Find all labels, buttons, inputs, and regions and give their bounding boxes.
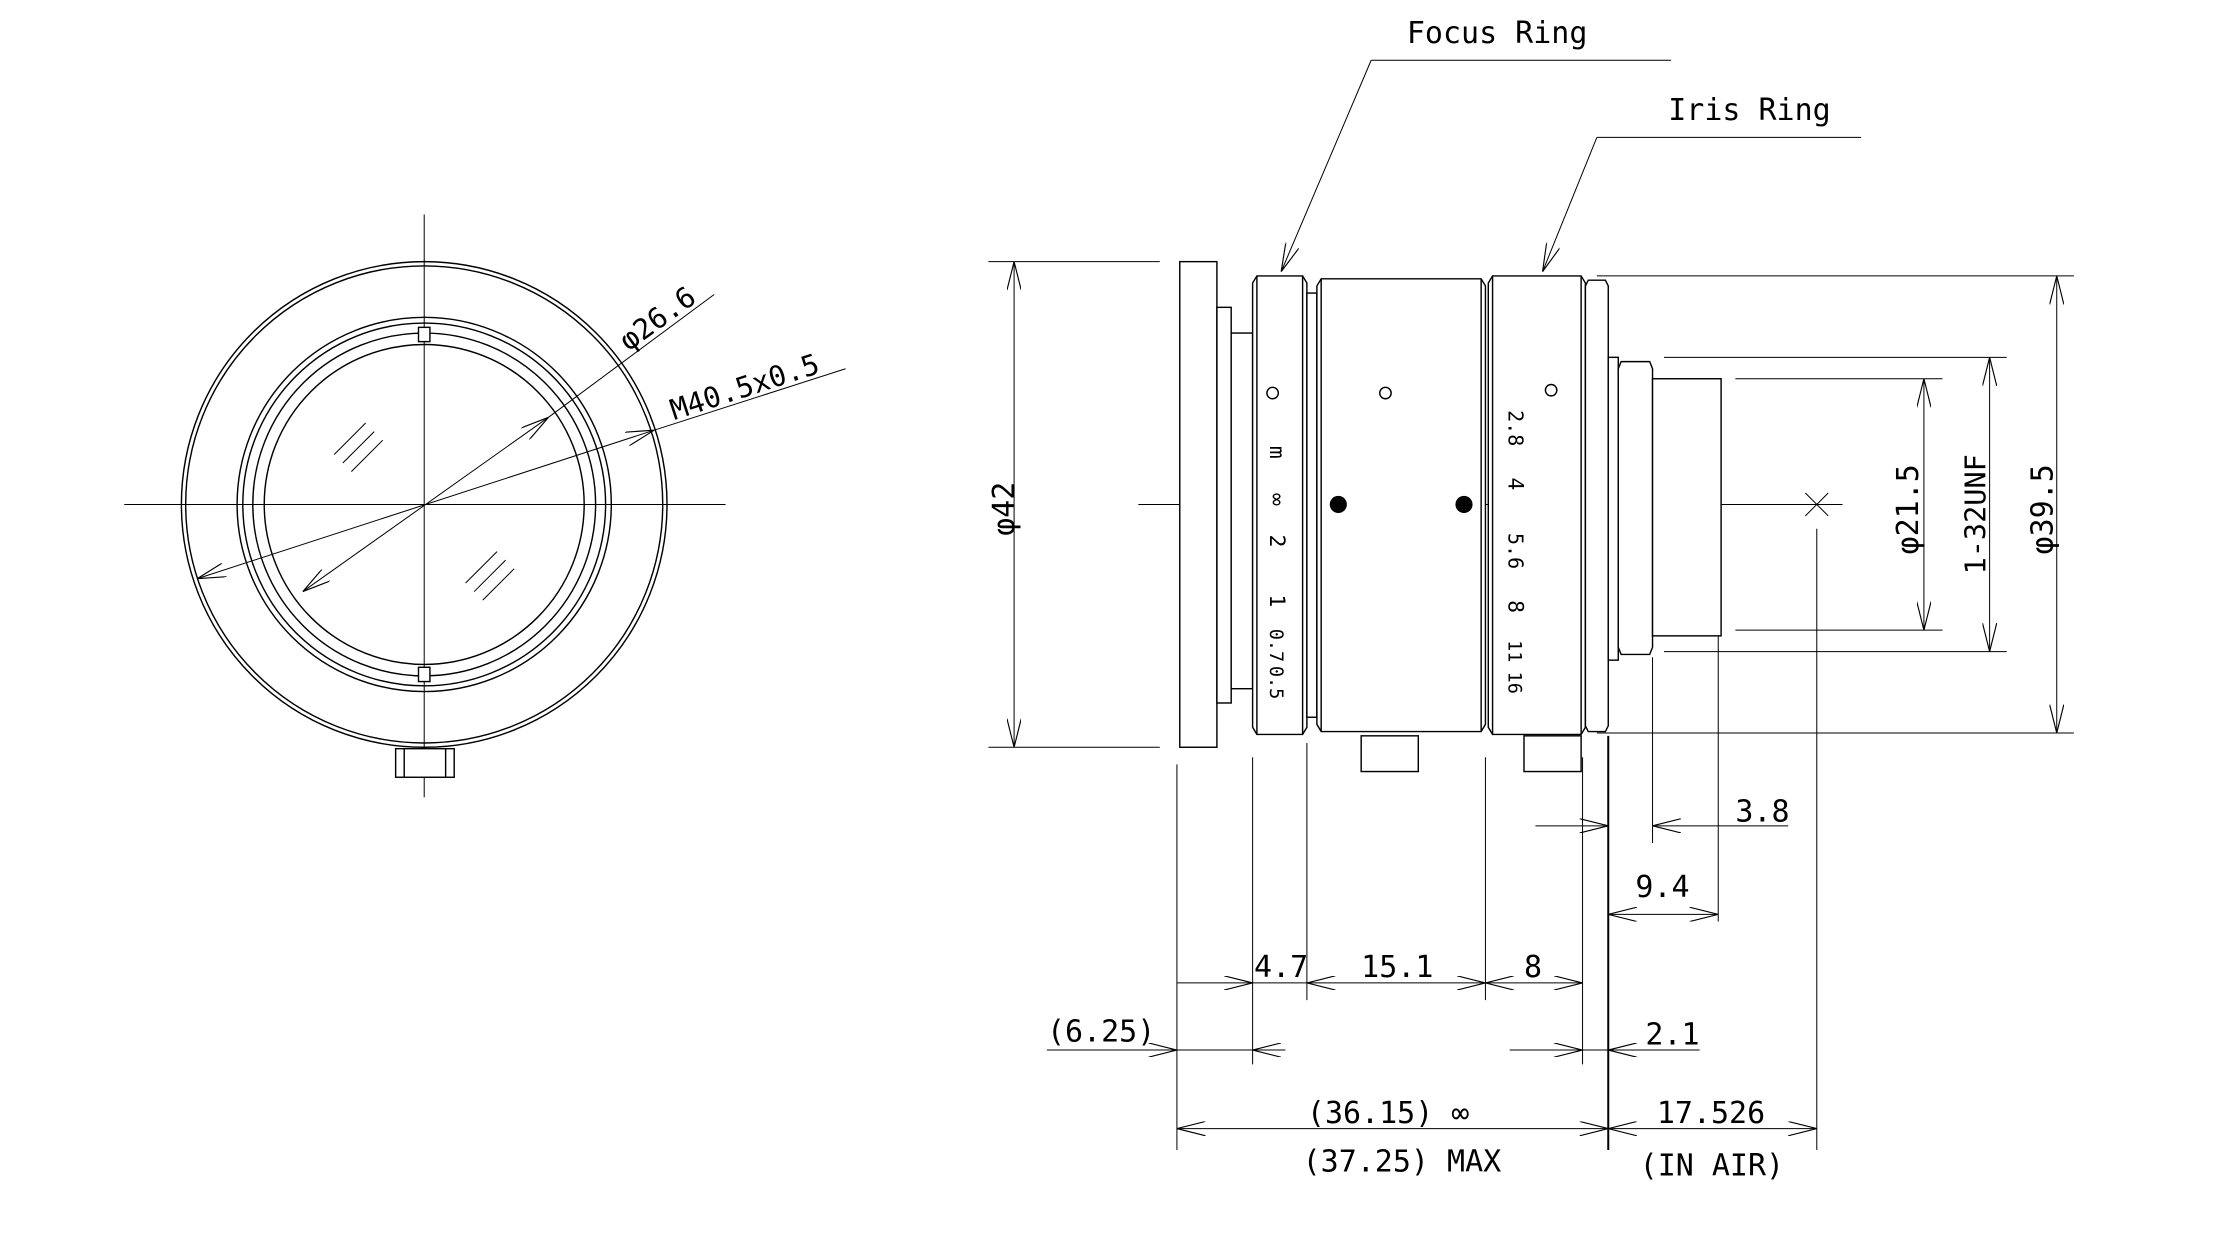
screw-icon: [1266, 386, 1280, 400]
mount-diameter-dim: φ21.5: [1891, 464, 1926, 554]
dim-2-1: 2.1: [1645, 1017, 1699, 1052]
index-dot: [1329, 495, 1347, 514]
focus-mark: 0.7: [1265, 629, 1286, 663]
focus-ring-label: Focus Ring: [1407, 16, 1588, 51]
front-flange: [1179, 260, 1218, 748]
dim-line-thread: [197, 430, 654, 579]
flange-note: (IN AIR): [1640, 1149, 1784, 1184]
iris-lock-knob: [1523, 735, 1582, 773]
iris-mark: 2.8: [1503, 410, 1527, 446]
outer-diameter-dim: φ42: [987, 482, 1022, 536]
outer-ring: [180, 260, 668, 748]
c-mount-thread: [1617, 360, 1654, 656]
tick-bottom: [417, 666, 431, 683]
iris-mark: 4: [1502, 477, 1527, 490]
knob: [394, 747, 455, 778]
tick-top: [417, 326, 431, 343]
dim-8: 8: [1524, 950, 1542, 985]
focus-mark: 2: [1264, 534, 1289, 547]
inner-diameter-label: φ26.6: [613, 279, 703, 357]
screw-icon: [1544, 383, 1558, 397]
side-view: m ∞ 2 1 0.7 0.5 2.8 4 5.6 8 11 16 Focus …: [987, 16, 2074, 1184]
focus-mark: ∞: [1264, 493, 1289, 506]
focus-scale: m ∞ 2 1 0.7 0.5: [1264, 446, 1289, 699]
iris-mark: 11: [1503, 640, 1524, 662]
front-view: φ26.6 M40.5x0.5: [124, 214, 846, 798]
iris-ring: [1487, 275, 1587, 736]
length-max: (37.25) MAX: [1303, 1144, 1502, 1179]
focus-lock-knob: [1360, 735, 1420, 773]
index-dot: [1455, 495, 1473, 514]
rear-mount: [1651, 378, 1722, 637]
iris-mark: 8: [1502, 600, 1527, 613]
dim-3-8: 3.8: [1735, 795, 1789, 830]
focus-mark: 1: [1264, 594, 1289, 607]
flange-back: 17.526: [1657, 1096, 1765, 1131]
dim-15-1: 15.1: [1361, 950, 1433, 985]
iris-mark: 5.6: [1503, 533, 1527, 569]
rear-diameter-dim: φ39.5: [2025, 464, 2060, 554]
focus-mark: 0.5: [1265, 666, 1286, 700]
focal-point-mark: [1805, 492, 1829, 517]
dim-9-4: 9.4: [1635, 870, 1689, 905]
iris-mark: 16: [1503, 672, 1524, 694]
length-infinity: (36.15) ∞: [1307, 1096, 1469, 1131]
screw-icon: [1379, 386, 1392, 400]
thread-label: M40.5x0.5: [666, 347, 824, 427]
dim-6-25: (6.25): [1047, 1014, 1155, 1049]
dim-4-7: 4.7: [1254, 950, 1308, 985]
iris-scale: 2.8 4 5.6 8 11 16: [1502, 410, 1527, 694]
iris-ring-label: Iris Ring: [1668, 93, 1830, 128]
mount-thread-dim: 1-32UNF: [1958, 454, 1992, 574]
focus-unit: m: [1264, 446, 1289, 459]
